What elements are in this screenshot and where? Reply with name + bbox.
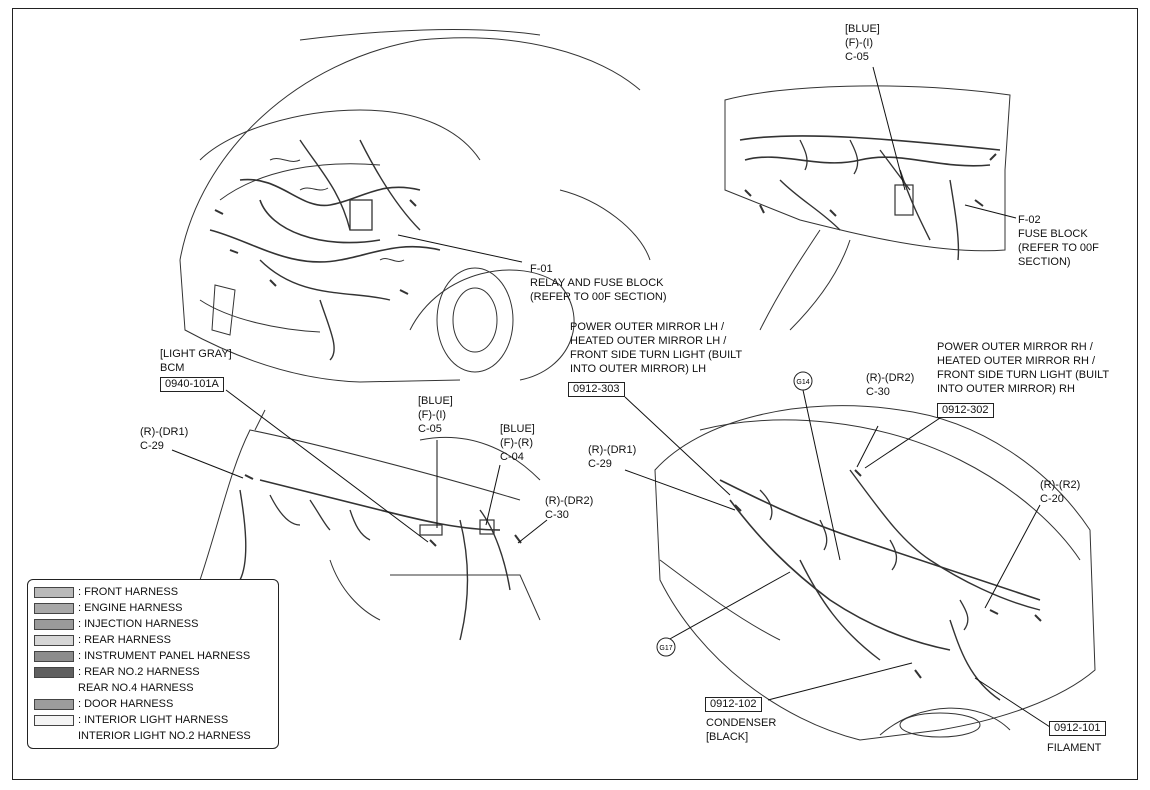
label-bcm: [LIGHT GRAY] BCM <box>160 348 232 374</box>
label-filament: FILAMENT <box>1047 742 1102 754</box>
instrument-panel-illustration <box>724 85 1011 331</box>
legend-swatch <box>34 667 74 678</box>
label-f02: F-02 FUSE BLOCK (REFER TO 00F SECTION) <box>1018 214 1099 268</box>
label-blue-c05-top: [BLUE] (F)-(I) C-05 <box>845 23 880 63</box>
label-c30-right: (R)-(DR2) C-30 <box>866 372 915 398</box>
label-condenser: CONDENSER [BLACK] <box>706 717 777 743</box>
legend-swatch <box>34 715 74 726</box>
label-mirror-rh: POWER OUTER MIRROR RH / HEATED OUTER MIR… <box>937 341 1110 395</box>
harness-legend: : FRONT HARNESS : ENGINE HARNESS : INJEC… <box>27 579 279 749</box>
label-condenser-code: 0912-102 <box>705 697 762 712</box>
car-body-illustration <box>654 405 1096 741</box>
label-c29-left: (R)-(DR1) C-29 <box>140 426 189 452</box>
label-c30-left: (R)-(DR2) C-30 <box>545 495 594 521</box>
label-c20: (R)-(R2) C-20 <box>1040 479 1081 505</box>
legend-swatch <box>34 651 74 662</box>
label-mirror-lh-code: 0912-303 <box>568 382 625 397</box>
legend-swatch <box>34 587 74 598</box>
legend-swatch <box>34 619 74 630</box>
label-mirror-lh: POWER OUTER MIRROR LH / HEATED OUTER MIR… <box>570 321 743 375</box>
label-c29-right: (R)-(DR1) C-29 <box>588 444 637 470</box>
ground-g17: G17 <box>656 637 676 657</box>
label-bcm-code: 0940-101A <box>160 377 224 392</box>
label-blue-c04: [BLUE] (F)-(R) C-04 <box>500 423 535 463</box>
ground-g14: G14 <box>793 371 813 391</box>
engine-bay-illustration <box>179 29 651 383</box>
legend-swatch <box>34 635 74 646</box>
diagram-frame <box>12 8 1138 780</box>
label-mirror-rh-code: 0912-302 <box>937 403 994 418</box>
legend-swatch <box>34 603 74 614</box>
label-blue-c05-mid: [BLUE] (F)-(I) C-05 <box>418 395 453 435</box>
svg-text:G14: G14 <box>796 379 809 386</box>
legend-swatch <box>34 699 74 710</box>
label-f01: F-01 RELAY AND FUSE BLOCK (REFER TO 00F … <box>530 263 667 303</box>
label-filament-code: 0912-101 <box>1049 721 1106 736</box>
svg-text:G17: G17 <box>659 645 672 652</box>
